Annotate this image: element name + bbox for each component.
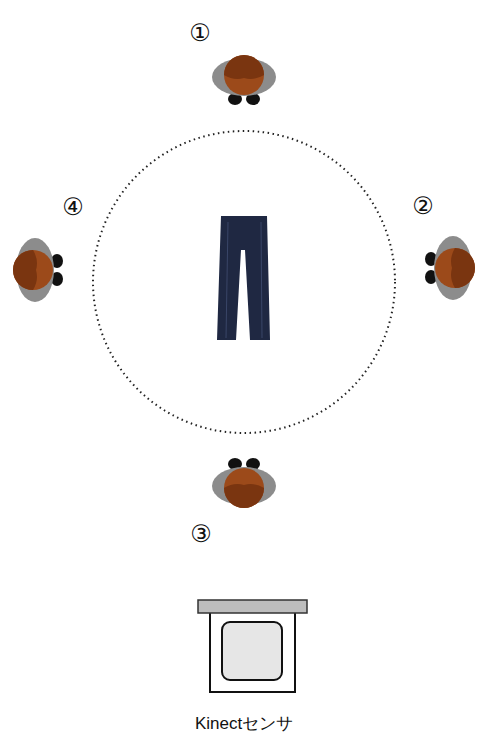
callout-number: ① <box>189 20 211 46</box>
callout-number: ③ <box>190 521 212 547</box>
callout-number: ② <box>412 193 434 219</box>
trousers <box>217 216 270 340</box>
dotted-circle <box>93 131 395 433</box>
callout-number: ④ <box>62 194 84 220</box>
sensor-label: Kinectセンサ <box>195 715 293 734</box>
kinect-sensor <box>198 600 307 692</box>
